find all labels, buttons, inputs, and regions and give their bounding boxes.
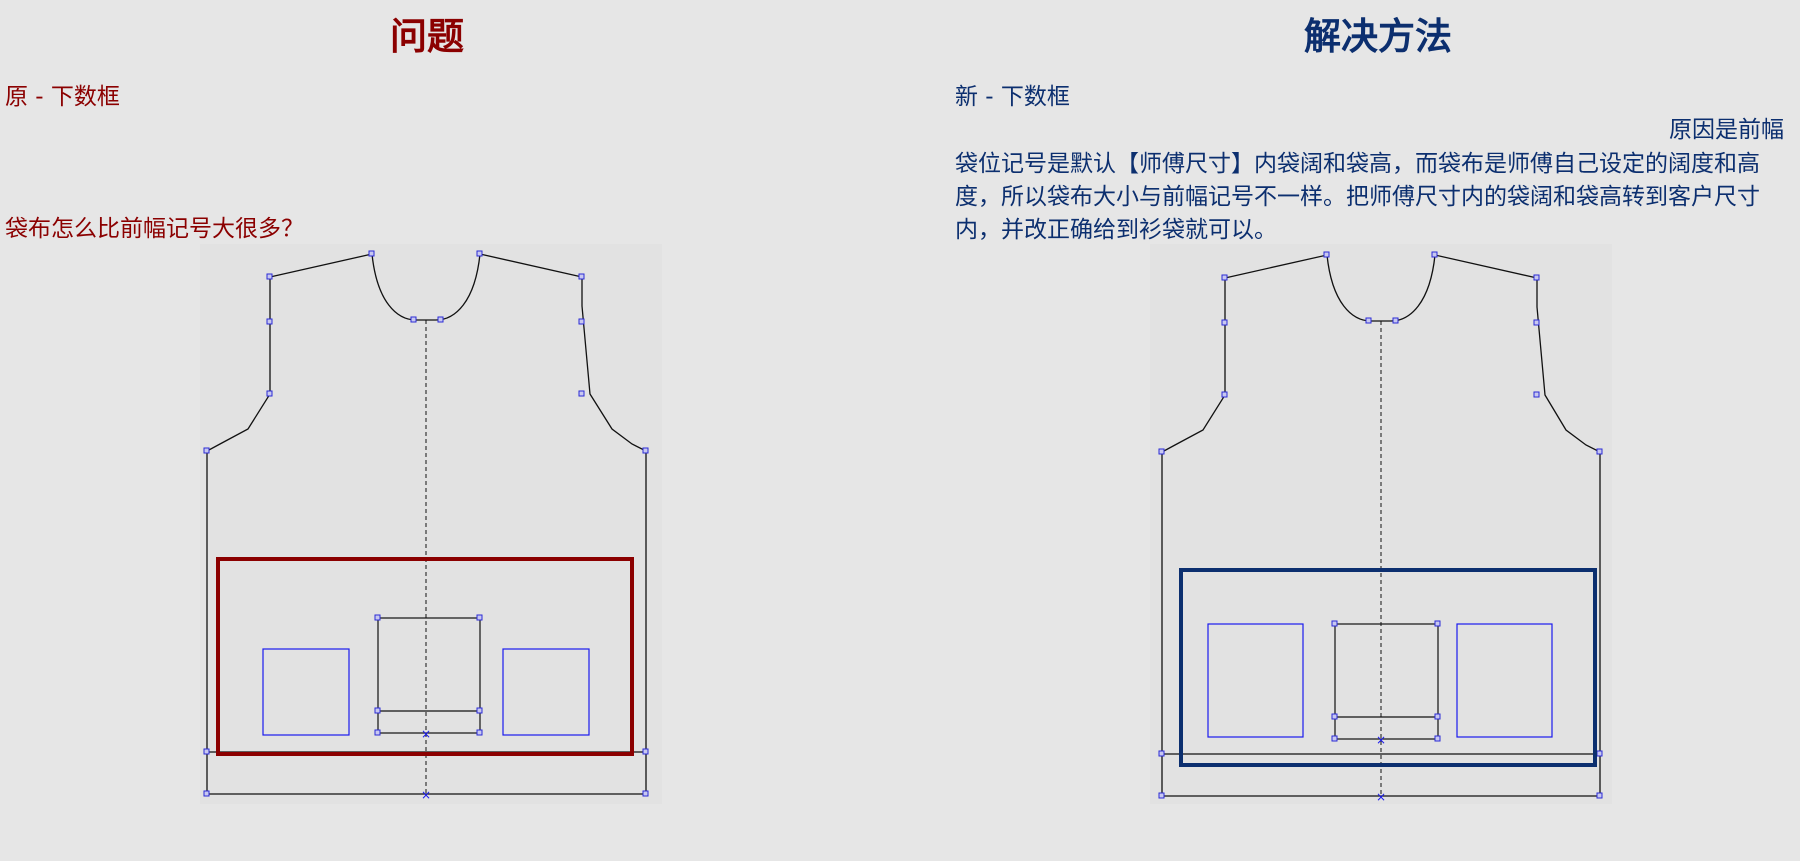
right-garment-diagram: × ×: [1150, 244, 1612, 804]
old-frame-label: 原 - 下数框: [5, 84, 120, 110]
pocket-cloth-left: [1207, 623, 1304, 738]
point-handles: [203, 250, 649, 797]
solution-highlight-frame: [1179, 568, 1597, 767]
center-mark-bottom: ×: [1376, 790, 1386, 804]
pocket-cloth-right: [502, 648, 590, 736]
point-handles: [1158, 251, 1603, 799]
explanation-line-2: 度，所以袋布大小与前幅记号不一样。把师傅尺寸内的袋阔和袋高转到客户尺寸: [955, 184, 1760, 210]
new-frame-label: 新 - 下数框: [955, 84, 1070, 110]
left-garment-diagram: × ×: [200, 244, 662, 804]
problem-highlight-frame: [216, 557, 634, 756]
problem-question: 袋布怎么比前幅记号大很多？: [5, 216, 304, 242]
solution-explanation: 袋位记号是默认【师傅尺寸】内袋阔和袋高，而袋布是师傅自己设定的阔度和高 度，所以…: [955, 148, 1795, 247]
diagram-panel: [200, 244, 662, 804]
pocket-cloth-right: [1456, 623, 1553, 738]
center-mark-pocket: ×: [421, 727, 431, 741]
reason-prefix: 原因是前幅: [1669, 117, 1784, 143]
explanation-line-1: 袋位记号是默认【师傅尺寸】内袋阔和袋高，而袋布是师傅自己设定的阔度和高: [955, 151, 1760, 177]
explanation-line-3: 内，并改正确给到衫袋就可以。: [955, 217, 1277, 243]
pocket-cloth-left: [262, 648, 350, 736]
pocket-mark: [377, 617, 481, 734]
pocket-mark: [1334, 623, 1439, 740]
center-mark-pocket: ×: [1376, 733, 1386, 747]
solution-title: 解决方法: [1304, 15, 1452, 58]
problem-title: 问题: [390, 15, 464, 58]
center-mark-bottom: ×: [421, 788, 431, 802]
